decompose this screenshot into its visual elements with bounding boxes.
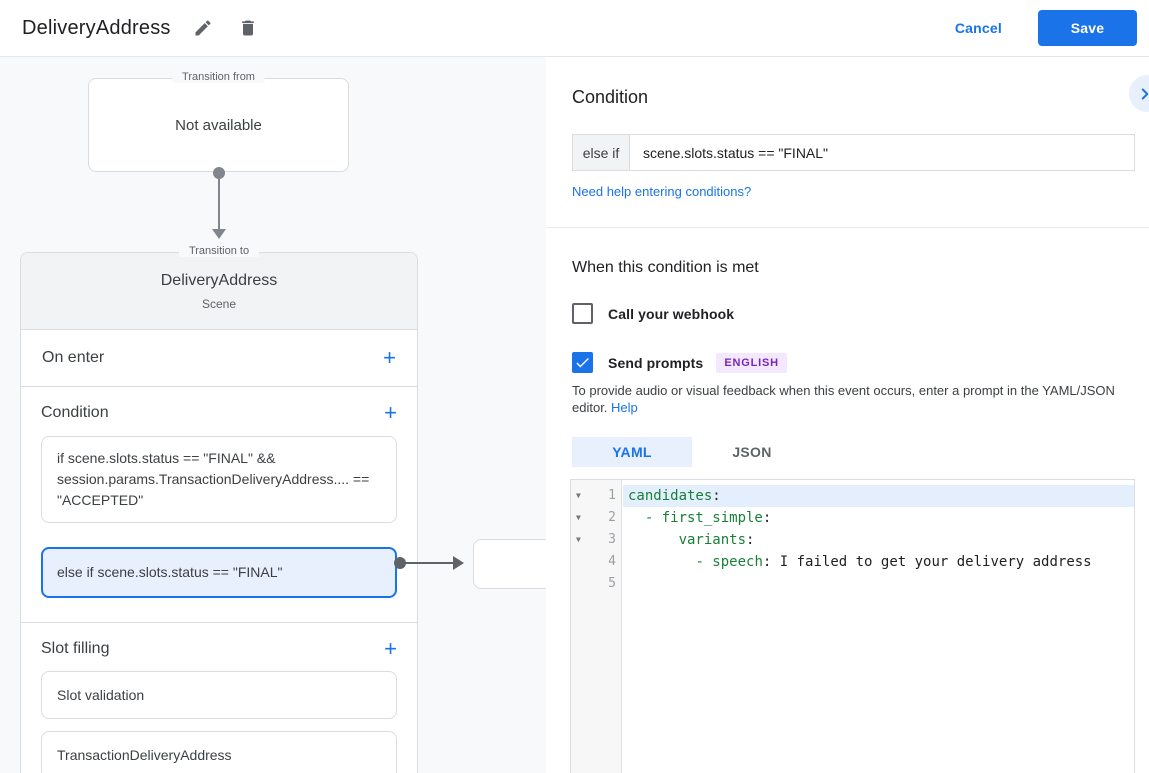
transition-from-text: Not available xyxy=(175,116,262,134)
send-prompts-row: Send prompts ENGLISH xyxy=(572,352,1149,373)
condition-item-else-if-selected[interactable]: else if scene.slots.status == "FINAL" xyxy=(41,547,397,598)
scene-card: Transition to DeliveryAddress Scene On e… xyxy=(20,245,418,773)
code-line[interactable]: - speech: I failed to get your delivery … xyxy=(695,554,1092,570)
code-line-row: ▼ 2 - first_simple: xyxy=(571,507,1134,529)
fold-arrow-icon[interactable]: ▼ xyxy=(576,491,581,500)
editor-gutter xyxy=(571,480,622,773)
code-line[interactable] xyxy=(623,573,1134,595)
condition-detail-panel: Condition else if Need help entering con… xyxy=(546,57,1149,773)
pencil-icon xyxy=(193,18,213,38)
send-prompts-label: Send prompts xyxy=(608,354,704,371)
webhook-label: Call your webhook xyxy=(608,305,735,322)
scene-name: DeliveryAddress xyxy=(160,271,278,289)
condition-expression-input[interactable] xyxy=(630,135,1134,170)
transition-target-box[interactable] xyxy=(473,539,546,589)
code-editor[interactable]: ▼ 1 candidates: ▼ 2 - first_simple: xyxy=(570,479,1135,773)
send-prompts-checkbox[interactable] xyxy=(572,352,593,373)
check-icon xyxy=(574,354,591,371)
editor-tabs: YAML JSON xyxy=(572,437,1149,467)
fold-arrow-icon[interactable]: ▼ xyxy=(576,535,581,544)
slot-filling-label: Slot filling xyxy=(41,640,110,657)
code-line-row: ▼ 1 candidates: xyxy=(571,485,1134,507)
scene-card-header[interactable]: DeliveryAddress Scene xyxy=(21,253,417,330)
line-number: 3 xyxy=(608,532,616,547)
cancel-button[interactable]: Cancel xyxy=(954,20,1002,36)
connector-line-horizontal xyxy=(400,562,455,564)
code-line-row: 5 xyxy=(571,573,1134,595)
slot-item-validation[interactable]: Slot validation xyxy=(41,671,397,719)
slot-item-transaction-delivery-address[interactable]: TransactionDeliveryAddress xyxy=(41,731,397,773)
line-number: 5 xyxy=(608,576,616,591)
add-condition-button[interactable]: + xyxy=(384,400,397,425)
trash-icon xyxy=(238,18,258,38)
language-badge: ENGLISH xyxy=(716,352,787,373)
add-on-enter-button[interactable]: + xyxy=(383,345,396,370)
webhook-row: Call your webhook xyxy=(572,303,1149,324)
on-enter-section: On enter + xyxy=(21,330,417,387)
connector-line-vertical xyxy=(218,173,220,231)
line-number: 4 xyxy=(608,554,616,569)
line-number: 2 xyxy=(608,510,616,525)
delete-scene-button[interactable] xyxy=(234,14,262,42)
add-slot-button[interactable]: + xyxy=(384,636,397,661)
edit-scene-button[interactable] xyxy=(189,14,217,42)
webhook-checkbox[interactable] xyxy=(572,303,593,324)
condition-item-if[interactable]: if scene.slots.status == "FINAL" && sess… xyxy=(41,436,397,523)
transition-from-box: Transition from Not available xyxy=(88,71,349,172)
code-line-row: ▼ 3 variants: xyxy=(571,529,1134,551)
slot-filling-section: Slot filling + Slot validation Transacti… xyxy=(21,623,417,773)
code-line[interactable]: candidates: xyxy=(623,485,1134,507)
flow-canvas: Transition from Not available Transition… xyxy=(0,57,546,773)
prompt-description-text: To provide audio or visual feedback when… xyxy=(572,383,1115,415)
on-enter-label: On enter xyxy=(42,349,105,366)
help-link[interactable]: Help xyxy=(611,399,638,415)
condition-expression-row: else if xyxy=(572,134,1135,171)
page-title: DeliveryAddress xyxy=(22,16,171,39)
scene-type-label: Scene xyxy=(201,296,237,311)
top-bar: DeliveryAddress Cancel Save xyxy=(0,0,1149,57)
condition-prefix[interactable]: else if xyxy=(573,135,630,170)
prompt-description: To provide audio or visual feedback when… xyxy=(572,383,1129,416)
section-divider xyxy=(546,227,1149,228)
editor-rows: ▼ 1 candidates: ▼ 2 - first_simple: xyxy=(571,480,1134,595)
tab-yaml[interactable]: YAML xyxy=(572,437,692,467)
line-number: 1 xyxy=(608,488,616,503)
when-met-heading: When this condition is met xyxy=(572,259,759,276)
condition-section: Condition + if scene.slots.status == "FI… xyxy=(21,387,417,623)
collapse-panel-button[interactable] xyxy=(1129,75,1149,112)
arrow-down-icon xyxy=(212,229,226,239)
condition-help-link[interactable]: Need help entering conditions? xyxy=(572,184,752,199)
code-line[interactable]: variants: xyxy=(678,532,755,548)
arrow-right-icon xyxy=(453,556,464,570)
code-line-row: 4 - speech: I failed to get your deliver… xyxy=(571,551,1134,573)
fold-arrow-icon[interactable]: ▼ xyxy=(576,513,581,522)
condition-section-label: Condition xyxy=(41,404,109,421)
tab-json[interactable]: JSON xyxy=(692,437,812,467)
transition-from-legend: Transition from xyxy=(172,71,265,83)
save-button[interactable]: Save xyxy=(1038,10,1137,46)
code-line[interactable]: - first_simple: xyxy=(644,510,772,526)
editor-body: Transition from Not available Transition… xyxy=(0,57,1149,773)
transition-to-legend: Transition to xyxy=(178,245,260,257)
detail-heading: Condition xyxy=(572,87,649,107)
chevron-right-icon xyxy=(1136,85,1149,103)
